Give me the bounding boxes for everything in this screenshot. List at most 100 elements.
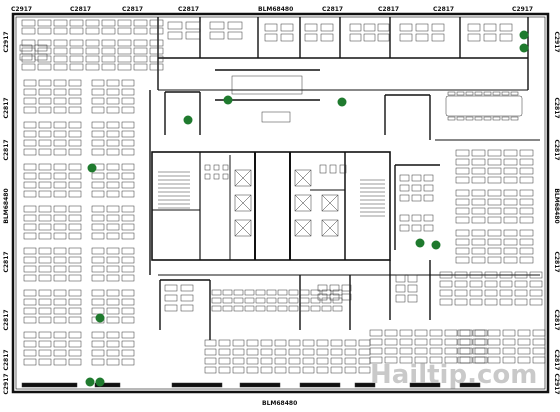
workstation-desk (53, 316, 67, 324)
workstation-desk (310, 305, 321, 312)
workstation-desk (487, 176, 502, 184)
workstation-desk (85, 19, 100, 27)
workstation-desk (106, 358, 120, 366)
workstation-desk (91, 79, 105, 87)
workstation-desk (501, 116, 510, 121)
workstation-desk (329, 293, 340, 301)
meeting-table (445, 95, 523, 117)
workstation-desk (487, 338, 501, 346)
workstation-desk (487, 198, 502, 206)
workstation-desk (467, 33, 481, 42)
workstation-desk (106, 214, 120, 222)
workstation-desk (266, 305, 277, 312)
workstation-desk (499, 298, 513, 306)
workstation-desk (106, 79, 120, 87)
wall-cabinet (299, 382, 341, 388)
workstation-desk (330, 339, 343, 347)
workstation-desk (411, 214, 422, 222)
workstation-desk (222, 164, 229, 171)
workstation-desk (455, 189, 470, 197)
workstation-desk (264, 33, 278, 42)
workstation-desk (69, 47, 84, 55)
workstation-desk (101, 63, 116, 71)
workstation-desk (23, 190, 37, 198)
potted-plant (337, 97, 347, 107)
workstation-desk (21, 27, 36, 35)
workstation-desk (429, 356, 443, 364)
workstation-desk (38, 358, 52, 366)
workstation-desk (91, 88, 105, 96)
workstation-desk (117, 19, 132, 27)
potted-plant (519, 43, 529, 53)
workstation-desk (244, 289, 255, 296)
workstation-desk (68, 307, 82, 315)
workstation-desk (53, 106, 67, 114)
workstation-desk (384, 347, 398, 355)
workstation-desk (68, 205, 82, 213)
workstation-desk (211, 289, 222, 296)
dimension-label: C2817 (553, 97, 560, 118)
workstation-desk (106, 274, 120, 282)
workstation-desk (91, 298, 105, 306)
workstation-desk (85, 47, 100, 55)
workstation-desk (106, 331, 120, 339)
workstation-desk (246, 366, 259, 374)
workstation-desk (471, 149, 486, 157)
wall-cabinet (171, 382, 223, 388)
workstation-desk (472, 347, 486, 355)
workstation-desk (53, 19, 68, 27)
workstation-desk (68, 298, 82, 306)
workstation-desk (329, 284, 340, 292)
reception-desk (261, 111, 291, 123)
workstation-desk (180, 294, 194, 302)
potted-plant (223, 95, 233, 105)
workstation-desk (487, 229, 502, 237)
workstation-desk (320, 33, 334, 42)
workstation-desk (133, 47, 148, 55)
workstation-desk (23, 139, 37, 147)
workstation-desk (487, 207, 502, 215)
workstation-desk (472, 338, 486, 346)
workstation-desk (399, 338, 413, 346)
workstation-desk (232, 339, 245, 347)
workstation-desk (532, 356, 546, 364)
workstation-desk (121, 148, 135, 156)
workstation-desk (457, 347, 471, 355)
workstation-desk (517, 329, 531, 337)
workstation-desk (227, 21, 243, 30)
workstation-desk (266, 297, 277, 304)
workstation-desk (472, 356, 486, 364)
workstation-desk (23, 331, 37, 339)
workstation-desk (85, 27, 100, 35)
workstation-desk (339, 164, 347, 174)
workstation-desk (68, 121, 82, 129)
workstation-desk (423, 214, 434, 222)
workstation-desk (330, 366, 343, 374)
dimension-label: BLM68480 (262, 400, 297, 407)
workstation-desk (23, 340, 37, 348)
workstation-desk (321, 297, 332, 304)
workstation-desk (399, 184, 410, 192)
workstation-desk (321, 305, 332, 312)
workstation-desk (529, 289, 543, 297)
potted-plant (95, 313, 105, 323)
workstation-desk (439, 271, 453, 279)
workstation-desk (447, 91, 456, 96)
dimension-label: C2817 (322, 6, 343, 13)
workstation-desk (53, 63, 68, 71)
workstation-desk (68, 139, 82, 147)
workstation-desk (121, 214, 135, 222)
workstation-desk (23, 148, 37, 156)
workstation-desk (369, 356, 383, 364)
workstation-desk (288, 305, 299, 312)
workstation-desk (411, 174, 422, 182)
workstation-desk (23, 97, 37, 105)
workstation-desk (503, 256, 518, 264)
workstation-desk (317, 284, 328, 292)
workstation-desk (454, 289, 468, 297)
workstation-desk (23, 205, 37, 213)
inner-wall (15, 16, 546, 390)
workstation-desk (332, 297, 343, 304)
workstation-desk (69, 63, 84, 71)
workstation-desk (514, 280, 528, 288)
